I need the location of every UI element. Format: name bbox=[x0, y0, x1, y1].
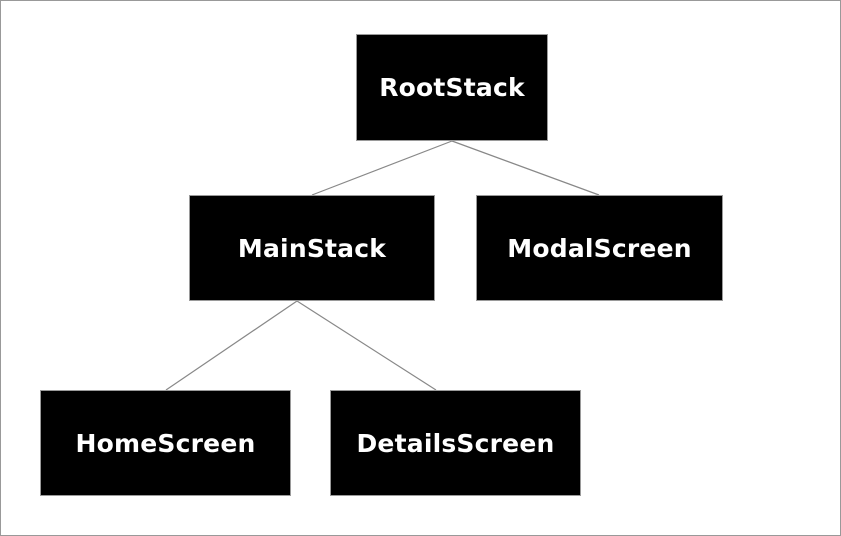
edge-rootstack-modalscreen bbox=[451, 140, 600, 196]
node-mainstack-label: MainStack bbox=[237, 233, 387, 263]
node-detailsscreen-label: DetailsScreen bbox=[356, 428, 555, 458]
edge-mainstack-detailsscreen bbox=[296, 300, 437, 391]
node-homescreen[interactable]: HomeScreen bbox=[40, 390, 291, 496]
node-homescreen-label: HomeScreen bbox=[75, 428, 256, 458]
node-mainstack[interactable]: MainStack bbox=[189, 195, 435, 301]
node-rootstack[interactable]: RootStack bbox=[356, 34, 548, 141]
edge-mainstack-homescreen bbox=[165, 300, 298, 391]
node-modalscreen[interactable]: ModalScreen bbox=[476, 195, 723, 301]
edge-rootstack-mainstack bbox=[311, 140, 453, 196]
node-rootstack-label: RootStack bbox=[379, 73, 525, 102]
node-detailsscreen[interactable]: DetailsScreen bbox=[330, 390, 581, 496]
node-modalscreen-label: ModalScreen bbox=[507, 233, 692, 263]
